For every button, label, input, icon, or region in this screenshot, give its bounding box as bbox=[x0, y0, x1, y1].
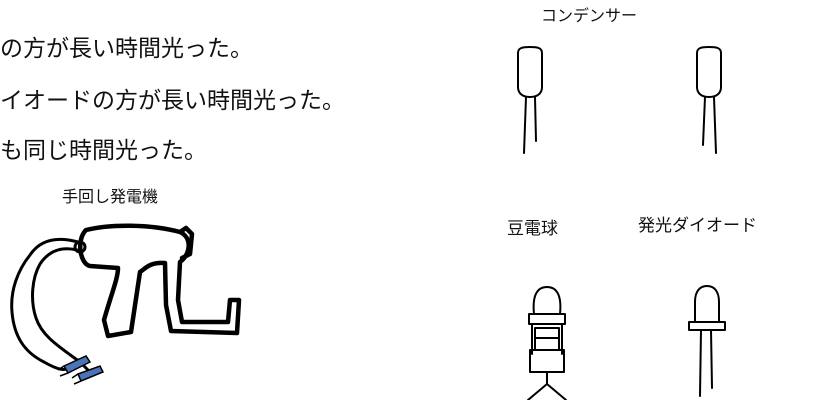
hand-generator-label: 手回し発電機 bbox=[62, 187, 159, 206]
capacitor-icon bbox=[517, 45, 543, 154]
led-label: 発光ダイオード bbox=[638, 216, 757, 236]
capacitor-icon bbox=[696, 45, 722, 154]
led-icon bbox=[688, 285, 726, 397]
statement-3: も同じ時間光った。 bbox=[0, 138, 207, 164]
bulb-icon bbox=[527, 286, 567, 400]
capacitor-label: コンデンサー bbox=[541, 6, 638, 25]
statement-2: イオードの方が長い時間光った。 bbox=[0, 88, 345, 114]
bulb-label: 豆電球 bbox=[507, 219, 558, 239]
statement-1: の方が長い時間光った。 bbox=[0, 36, 253, 62]
clip-icon bbox=[57, 355, 105, 385]
